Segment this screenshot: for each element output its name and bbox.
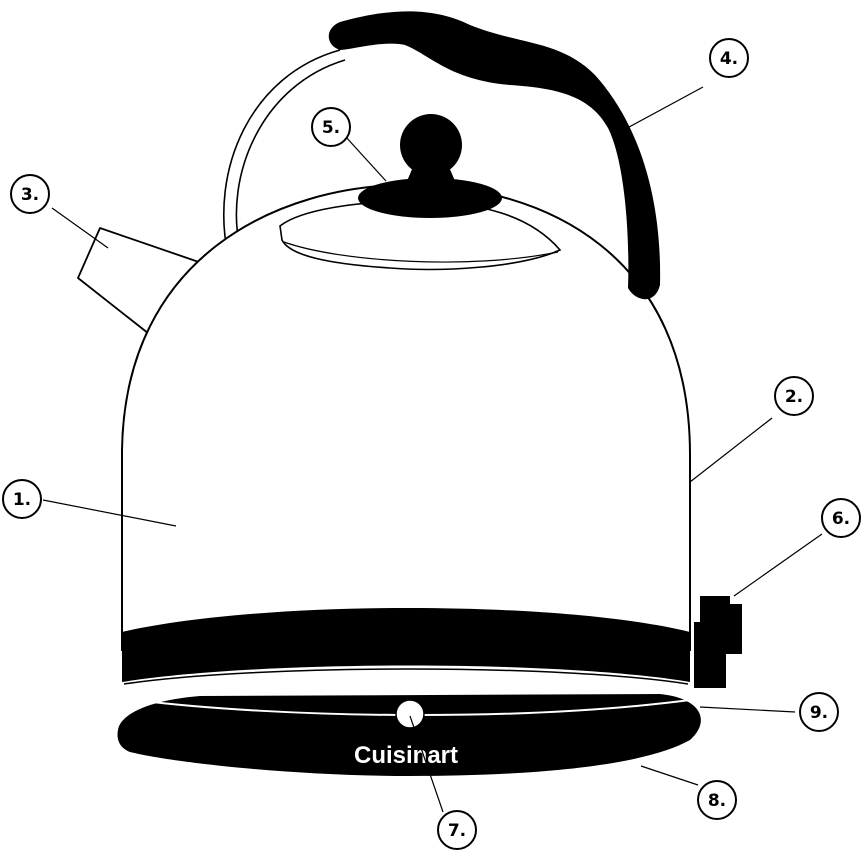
power-indicator-light xyxy=(395,699,425,729)
callout-3: 3. xyxy=(10,174,50,214)
base-rim xyxy=(123,668,689,685)
callout-8: 8. xyxy=(697,780,737,820)
lid-rim xyxy=(283,241,559,263)
svg-text:8.: 8. xyxy=(708,791,726,811)
svg-text:2.: 2. xyxy=(785,387,803,407)
svg-text:7.: 7. xyxy=(448,821,466,841)
lid-knob xyxy=(400,114,462,176)
lid-knob-base xyxy=(358,178,502,218)
svg-text:1.: 1. xyxy=(13,490,31,510)
callout-2: 2. xyxy=(774,376,814,416)
base-band xyxy=(122,608,690,682)
svg-text:6.: 6. xyxy=(832,509,850,529)
callout-6: 6. xyxy=(821,498,861,538)
power-base xyxy=(117,694,701,776)
brand-logo: Cuisinart xyxy=(354,742,458,769)
callout-1: 1. xyxy=(2,479,42,519)
svg-text:9.: 9. xyxy=(810,703,828,723)
callout-7: 7. xyxy=(437,810,477,850)
callout-9: 9. xyxy=(799,692,839,732)
svg-text:4.: 4. xyxy=(720,49,738,69)
svg-text:5.: 5. xyxy=(322,118,340,138)
callout-5: 5. xyxy=(311,107,351,147)
handle-grip xyxy=(328,11,661,300)
callout-4: 4. xyxy=(709,38,749,78)
on-off-switch xyxy=(694,596,742,688)
svg-text:3.: 3. xyxy=(21,185,39,205)
leader-lines xyxy=(42,86,823,813)
